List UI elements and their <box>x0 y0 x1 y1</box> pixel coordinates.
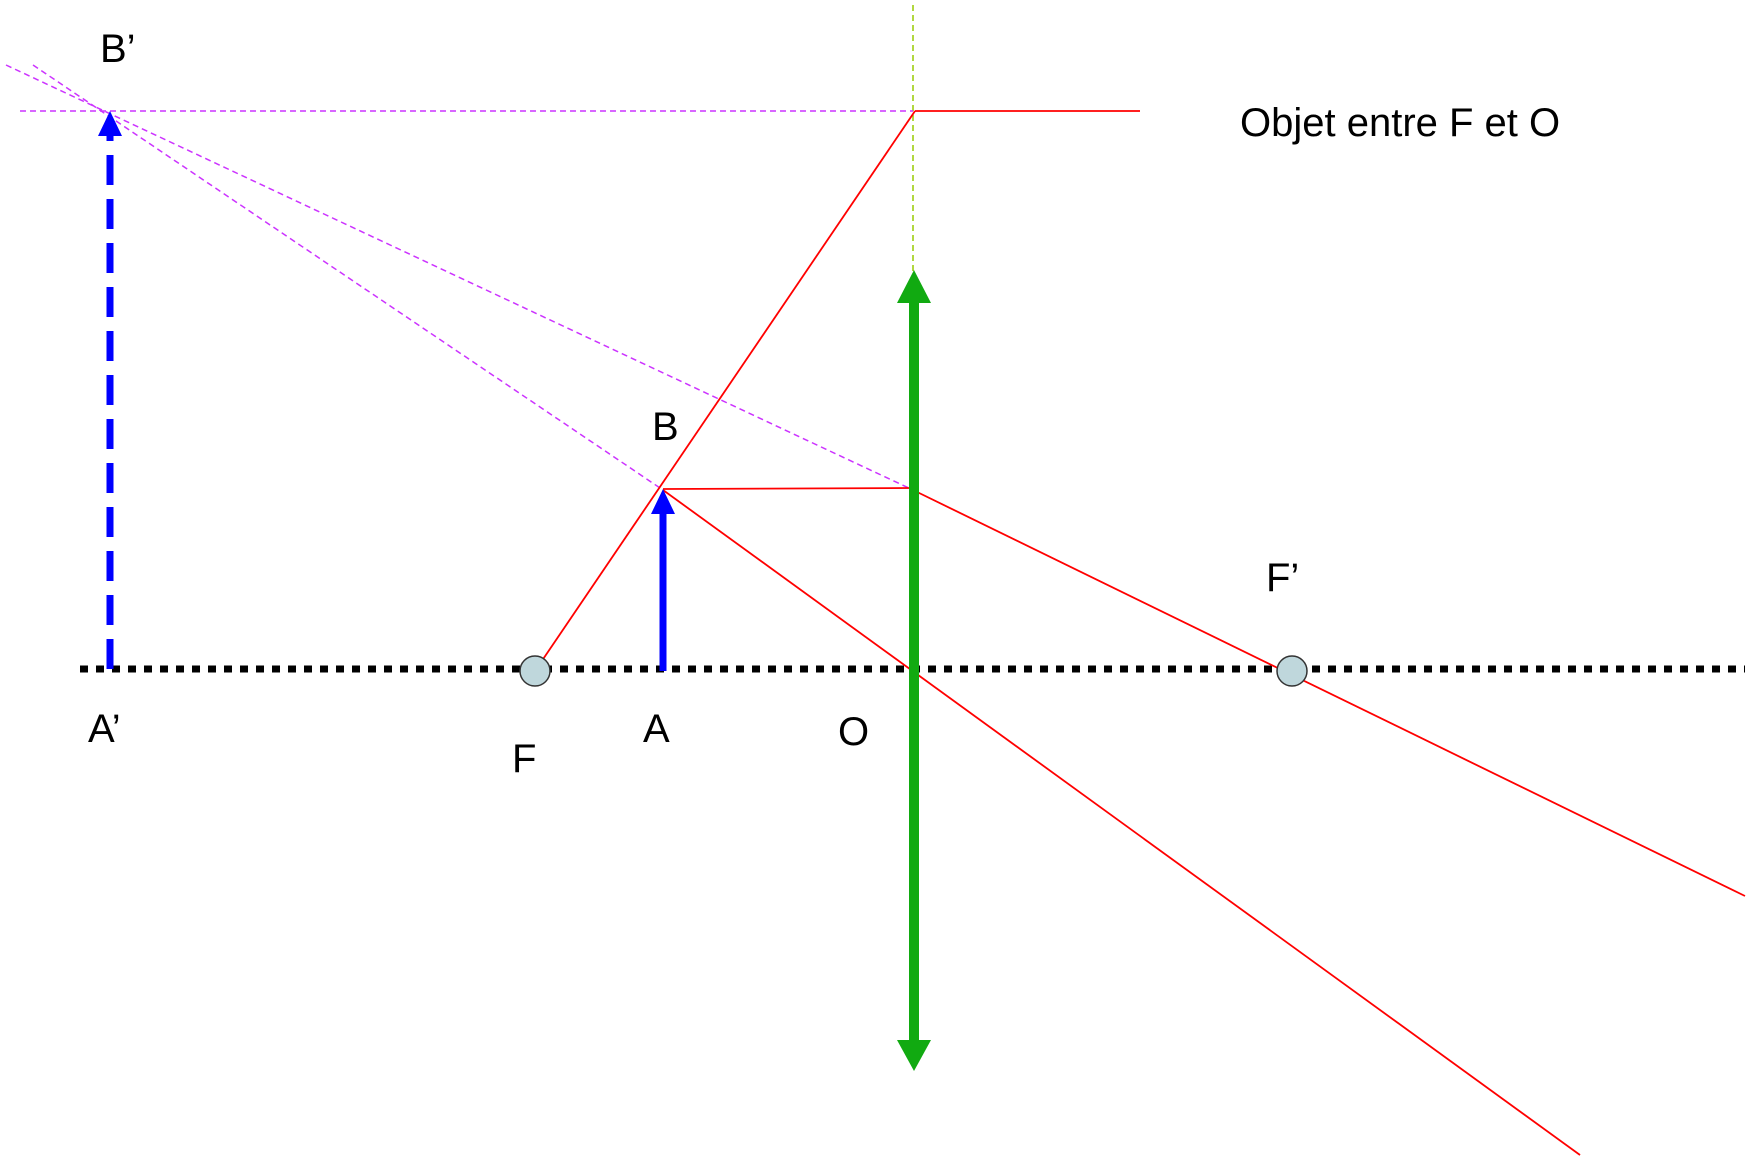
lens-arrow-bottom <box>897 1040 931 1071</box>
focus-f-marker <box>519 655 551 687</box>
ray-parallel-incident <box>662 487 914 490</box>
focus-f-prime-marker <box>1276 655 1308 687</box>
virtual-ray-refracted-extension <box>5 64 914 491</box>
ray-through-center <box>662 489 1581 1156</box>
label-f-prime: F’ <box>1266 556 1299 600</box>
ray-parallel-emergent <box>912 489 1746 897</box>
label-o: O <box>838 710 869 754</box>
object-arrow-head <box>651 489 675 514</box>
virtual-ray-center-extension <box>32 64 664 491</box>
label-a-prime: A’ <box>88 707 121 751</box>
label-b: B <box>652 405 679 449</box>
ray-through-f-incident <box>534 110 916 672</box>
image-arrow-head <box>98 111 122 136</box>
lens-arrow-top <box>897 270 931 303</box>
label-b-prime: B’ <box>100 27 136 71</box>
label-f: F <box>512 737 536 781</box>
diagram-title: Objet entre F et O <box>1240 101 1560 145</box>
label-a: A <box>643 707 670 751</box>
